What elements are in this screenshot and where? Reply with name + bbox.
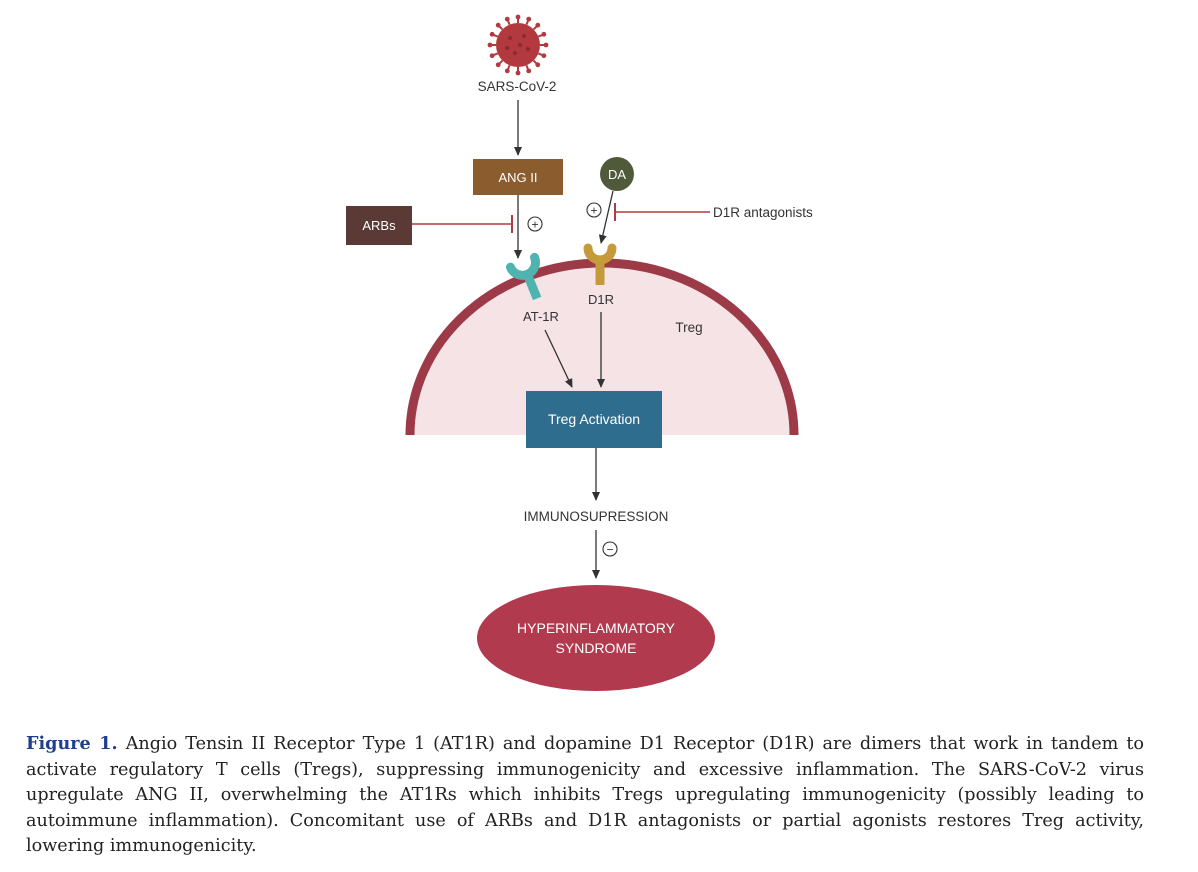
virus-label: SARS-CoV-2 — [478, 79, 557, 94]
arbs-box — [346, 206, 412, 245]
virus-spike-tip — [526, 16, 532, 22]
virus-surface-dot — [517, 42, 523, 48]
virus-spike-tip — [504, 68, 510, 74]
d1r-antagonists-label: D1R antagonists — [713, 205, 813, 220]
syndrome-ellipse — [477, 585, 715, 691]
virus-icon — [487, 14, 549, 76]
syndrome-line2: SYNDROME — [556, 640, 637, 656]
minus-circle — [602, 541, 618, 557]
mechanism-diagram: SARS-CoV-2 ANG II ARBs + DA + D1R antago… — [346, 14, 813, 691]
arrow-at1r-to-activation — [544, 329, 573, 388]
virus-surface-dot — [512, 50, 518, 56]
virus-spike-tip — [504, 16, 510, 22]
treg-activation-box — [526, 391, 662, 448]
virus-surface-dot — [504, 45, 510, 51]
plus-symbol-ang2: + — [531, 218, 538, 232]
at1r-label: AT-1R — [523, 309, 559, 324]
figure-label: Figure 1. — [26, 733, 118, 754]
syndrome-line1: HYPERINFLAMMATORY — [517, 620, 676, 636]
treg-activation-label: Treg Activation — [548, 411, 640, 427]
virus-spike-tip — [535, 22, 541, 28]
caption-text: Angio Tensin II Receptor Type 1 (AT1R) a… — [26, 734, 1144, 856]
arrow-da-to-d1r — [598, 190, 614, 244]
virus-spike-tip — [489, 31, 495, 37]
plus-circle-ang2 — [527, 216, 543, 232]
da-label: DA — [608, 167, 626, 182]
at1r-receptor-icon — [505, 252, 542, 301]
virus-surface-dot — [525, 46, 531, 52]
virus-spike-tip — [495, 62, 501, 68]
d1r-receptor-icon — [583, 243, 617, 285]
virus-spike-tip — [489, 53, 495, 59]
ang2-box — [473, 159, 563, 195]
d1r-label: D1R — [588, 292, 614, 307]
virus-spike-tip — [541, 53, 547, 59]
figure-caption: Figure 1. Angio Tensin II Receptor Type … — [26, 731, 1144, 860]
virus-spike-tip — [526, 68, 532, 74]
plus-symbol-da: + — [590, 204, 597, 218]
da-circle — [600, 157, 634, 191]
cell-body — [410, 263, 794, 435]
immunosuppression-label: IMMUNOSUPRESSION — [524, 509, 669, 524]
treg-label: Treg — [675, 320, 702, 335]
virus-surface-dot — [521, 33, 527, 39]
virus-spike-tip — [487, 42, 493, 48]
minus-symbol: − — [606, 543, 613, 557]
ang2-label: ANG II — [498, 170, 537, 185]
virus-spike-tip — [543, 42, 549, 48]
virus-spike-tip — [541, 31, 547, 37]
plus-circle-da — [586, 202, 602, 218]
virus-spike-tip — [535, 62, 541, 68]
virus-spike-tip — [515, 14, 521, 20]
virus-spike-tip — [515, 70, 521, 76]
arbs-label: ARBs — [362, 218, 396, 233]
virus-spike-tip — [495, 22, 501, 28]
virus-surface-dot — [507, 35, 513, 41]
